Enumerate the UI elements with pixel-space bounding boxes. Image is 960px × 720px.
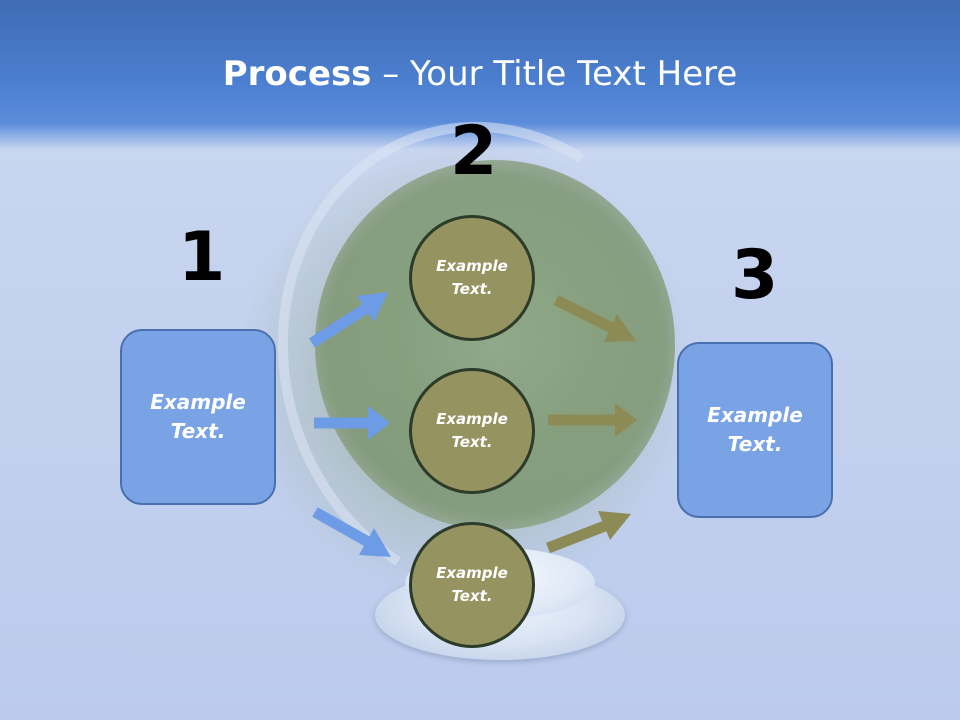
circle-bottom[interactable]: Example Text. (409, 522, 535, 648)
circle-bottom-text: Example Text. (436, 564, 508, 605)
circle-top-text: Example Text. (436, 257, 508, 298)
step-number-3[interactable]: 3 (731, 236, 779, 315)
step-number-2[interactable]: 2 (450, 112, 498, 191)
arrow-top-to-right[interactable] (553, 295, 636, 342)
slide-title[interactable]: Process – Your Title Text Here (0, 52, 960, 96)
arrow-bottom-to-right[interactable] (546, 511, 631, 554)
arrow-left-to-bottom[interactable] (312, 507, 391, 557)
circle-middle-text: Example Text. (436, 410, 508, 451)
step-number-1[interactable]: 1 (178, 218, 226, 297)
arrow-left-to-top[interactable] (309, 292, 388, 348)
arrow-middle-to-right[interactable] (548, 403, 637, 437)
title-rest-part: – Your Title Text Here (371, 54, 738, 94)
title-bar (0, 0, 960, 150)
right-text-box[interactable]: Example Text. (677, 342, 833, 518)
arrow-left-to-middle[interactable] (314, 406, 390, 440)
right-box-text: Example Text. (707, 403, 803, 456)
circle-middle[interactable]: Example Text. (409, 368, 535, 494)
left-box-text: Example Text. (150, 390, 246, 443)
circle-top[interactable]: Example Text. (409, 215, 535, 341)
left-text-box[interactable]: Example Text. (120, 329, 276, 505)
title-bold-part: Process (222, 54, 372, 94)
